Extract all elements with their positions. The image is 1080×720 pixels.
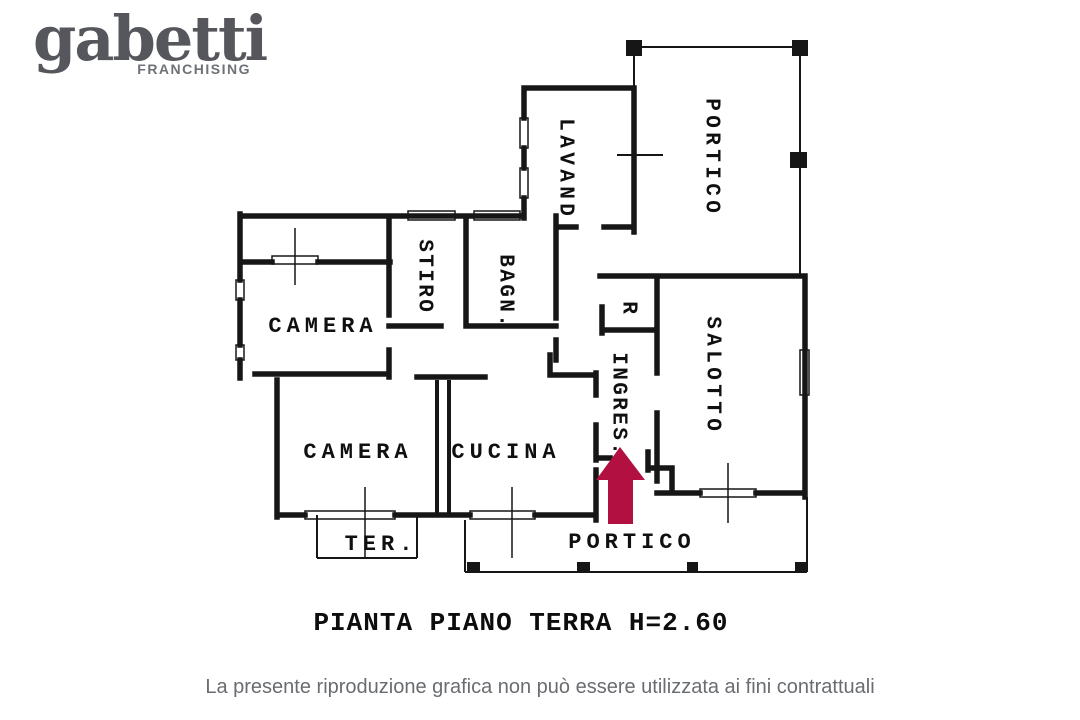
- window-marks: [235, 117, 810, 520]
- room-label-terrazzo: TER.: [344, 532, 418, 557]
- room-label-portico-bottom: PORTICO: [568, 530, 696, 555]
- portico-pillars: [467, 40, 808, 573]
- gabetti-logo: gabetti FRANCHISING: [33, 2, 268, 78]
- entrance-arrow: [596, 447, 645, 524]
- room-label-ripostiglio: R: [616, 301, 640, 314]
- plan-caption: PIANTA PIANO TERRA H=2.60: [313, 608, 729, 638]
- room-label-cucina: CUCINA: [451, 440, 561, 465]
- walls-partition-double: [435, 380, 451, 515]
- room-label-camera-2: CAMERA: [303, 440, 413, 465]
- logo-subtitle-text: FRANCHISING: [137, 61, 251, 77]
- disclaimer-text: La presente riproduzione grafica non può…: [205, 676, 875, 698]
- walls-thick: [237, 85, 808, 523]
- logo-brand-text: gabetti: [33, 2, 268, 75]
- room-label-camera-1: CAMERA: [268, 314, 378, 339]
